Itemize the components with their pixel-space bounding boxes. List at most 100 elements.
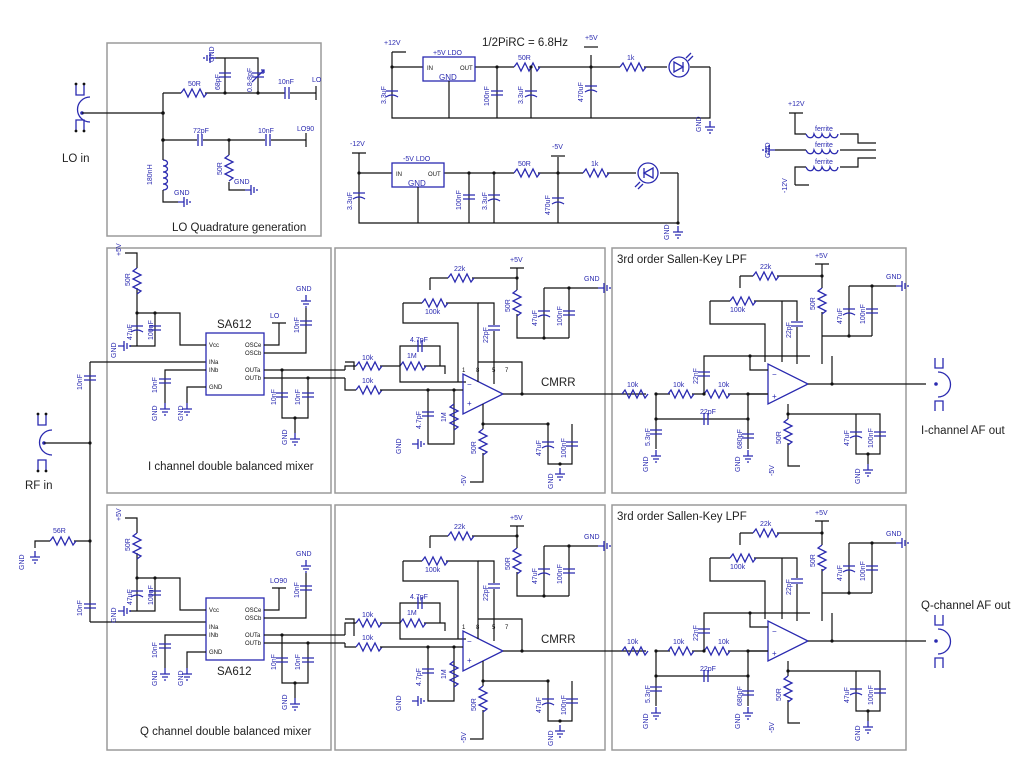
lpf_i-c-comp-label: 22pF bbox=[786, 322, 793, 338]
ferrite-label-3: ferrite bbox=[815, 159, 833, 166]
net-lo90-label: LO90 bbox=[297, 126, 314, 133]
mixer_q-gnd-1 bbox=[117, 605, 131, 617]
diffamp_q-pin-num: 5 bbox=[492, 625, 496, 631]
diffamp_q-pin-num: 7 bbox=[505, 625, 509, 631]
diffamp_q-gnd-in bbox=[411, 695, 425, 707]
diffamp_q-r-trim bbox=[447, 531, 475, 541]
lpf_q-pot-label: 100k bbox=[730, 564, 746, 571]
diffamp_q-gnd-pos bbox=[597, 540, 611, 552]
diffamp_q-r-neg-label: 50R bbox=[471, 698, 478, 711]
mixer_q-c-osc-label: 10nF bbox=[294, 582, 301, 598]
mixer_i-gnd-label-1: GND bbox=[111, 342, 118, 358]
mixer_q-net-lo-label: LO90 bbox=[270, 578, 287, 585]
rf-cq-label: 10nF bbox=[77, 600, 84, 616]
diffamp_q-r-neg bbox=[478, 685, 488, 713]
psu-neg-c2-label: 3.3uF bbox=[482, 192, 489, 210]
rf-56r-label: 56R bbox=[53, 528, 66, 535]
ldo-neg-in: IN bbox=[396, 172, 402, 178]
lpf_i-out-connector[interactable] bbox=[934, 358, 952, 411]
diffamp_i-r-pos bbox=[512, 289, 522, 317]
mixer_q-pin-osce: OSCe bbox=[245, 608, 262, 614]
diffamp_q-c-comp-label: 22pF bbox=[483, 585, 490, 601]
lpf_i-gnd-label-2: GND bbox=[735, 456, 742, 472]
diffamp_i-gnd-label-in: GND bbox=[396, 438, 403, 454]
diffamp_q-r-gnd-label: 1M bbox=[441, 669, 448, 679]
lpf_i-pot bbox=[729, 296, 757, 306]
mixer_q-chip-label: SA612 bbox=[217, 666, 252, 678]
lpf_i-gnd-label-1: GND bbox=[643, 456, 650, 472]
mixer_i-pin-inb: INb bbox=[209, 368, 219, 374]
mixer_q-pin-ina: INa bbox=[209, 625, 219, 631]
lpf_q-c-fb-label: 22nF bbox=[693, 625, 700, 641]
lo-50r-label: 50R bbox=[188, 81, 201, 88]
diffamp_q-r-in1-label: 10k bbox=[362, 612, 374, 619]
lpf_i-r3 bbox=[703, 389, 731, 399]
lo-50r-resistor bbox=[180, 88, 208, 98]
lpf_q-r2 bbox=[667, 646, 695, 656]
lo-gnd-label-3: GND bbox=[174, 190, 190, 197]
lpf_q-neg-label: -5V bbox=[769, 722, 776, 733]
mixer_i-gnd-label-osc: GND bbox=[296, 286, 312, 293]
mixer_i-net-lo-label: LO bbox=[270, 313, 280, 320]
svg-text:+: + bbox=[467, 656, 472, 665]
ferrite-label-2: ferrite bbox=[815, 142, 833, 149]
lo-in-connector[interactable] bbox=[74, 82, 91, 133]
psu-pos-rail-out: +5V bbox=[585, 35, 598, 42]
diffamp_q-r-pos bbox=[512, 547, 522, 575]
ferrite-neg-label: -12V bbox=[782, 178, 789, 193]
mixer_i-pin-outb: OUTb bbox=[245, 376, 262, 382]
mixer_i-gnd-label-2: GND bbox=[152, 405, 159, 421]
lpf_q-out-connector[interactable] bbox=[934, 615, 952, 668]
psu-pos-rail-in: +12V bbox=[384, 40, 401, 47]
lpf-i-box bbox=[611, 247, 907, 494]
lpf_q-c-pos-bulk-label: 47uF bbox=[837, 565, 844, 581]
diffamp_q-r-in2-label: 10k bbox=[362, 635, 374, 642]
mixer_q-gnd-osc bbox=[300, 559, 312, 573]
diffamp_q-gnd-label-neg: GND bbox=[548, 730, 555, 746]
mixer_q-c-bulk-label: 47uF bbox=[127, 589, 134, 605]
lpf_i-gnd-label-neg: GND bbox=[855, 468, 862, 484]
psu-neg-rled-label: 1k bbox=[591, 161, 599, 168]
ferrite-gnd-label: GND bbox=[765, 142, 772, 158]
diffamp_i-r-fb-label: 1M bbox=[407, 353, 417, 360]
diffamp_q-gnd-label-in: GND bbox=[396, 695, 403, 711]
lpf_i-c-neg-dec-label: 100nF bbox=[868, 428, 875, 448]
lo-trim-cap-label: 0.8-8pF bbox=[247, 68, 254, 92]
mixer_q-chip bbox=[205, 597, 265, 661]
diffamp_i-neg-label: -5V bbox=[461, 475, 468, 486]
mixer_i-supply-label: +5V bbox=[116, 243, 123, 256]
diffamp_i-gnd-in bbox=[411, 438, 425, 450]
diffamp_q-title: CMRR bbox=[541, 634, 576, 646]
mixer_q-pin-oscb: OSCb bbox=[245, 616, 262, 622]
lpf_q-c-neg-dec-label: 100nF bbox=[868, 685, 875, 705]
diffamp_i-pin-num: 5 bbox=[492, 368, 496, 374]
lpf_i-c1-label: 5.3nF bbox=[645, 428, 652, 446]
lpf_i-r-pos-label: 50R bbox=[810, 297, 817, 310]
rf-in-label: RF in bbox=[25, 480, 52, 492]
ldo-pos-out: OUT bbox=[460, 66, 473, 72]
mixer_i-c-out-b-label: 10nF bbox=[295, 389, 302, 405]
diffamp_q-r-fb-label: 1M bbox=[407, 610, 417, 617]
mixer_q-gnd-2 bbox=[159, 667, 171, 681]
channel-q: SA612VccINaINbGNDOSCeOSCbOUTaOUTb+5V50R4… bbox=[111, 508, 1011, 746]
diffamp_i-gnd-label-pos: GND bbox=[584, 276, 600, 283]
rf-in-connector[interactable] bbox=[36, 412, 53, 473]
psu-neg-r-label: 50R bbox=[518, 161, 531, 168]
psu-pos-gnd-label: GND bbox=[696, 116, 703, 132]
diffamp_q-pot bbox=[421, 556, 449, 566]
diffamp_q-r-in2 bbox=[355, 642, 383, 652]
psu-pos-c1-label: 100nF bbox=[484, 86, 491, 106]
diffamp_i-r-trim bbox=[447, 273, 475, 283]
diffamp_i-c-neg-dec-label: 100nF bbox=[561, 438, 568, 458]
mixer_q-r-supply-label: 50R bbox=[125, 538, 132, 551]
svg-text:+: + bbox=[772, 649, 777, 658]
mixer_i-gnd-out bbox=[289, 432, 301, 446]
lo-quadrature-box bbox=[106, 42, 322, 237]
lpf_i-r-neg bbox=[783, 418, 793, 446]
lpf_i-c-pos-dec-label: 100nF bbox=[860, 304, 867, 324]
mixer_q-c-out-b-label: 10nF bbox=[295, 654, 302, 670]
diffamp_i-r-in1-label: 10k bbox=[362, 355, 374, 362]
mixer_q-gnd-out bbox=[289, 697, 301, 711]
diffamp_i-pot bbox=[421, 298, 449, 308]
